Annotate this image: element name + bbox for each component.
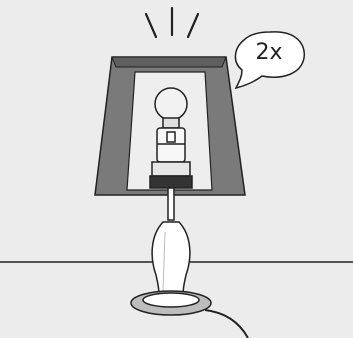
lamp-base [131,222,211,315]
light-rays-icon [146,8,198,37]
power-cord [205,310,248,338]
socket [150,162,192,188]
bubble-label: 2x [241,38,297,68]
lamp-stem [168,188,174,220]
